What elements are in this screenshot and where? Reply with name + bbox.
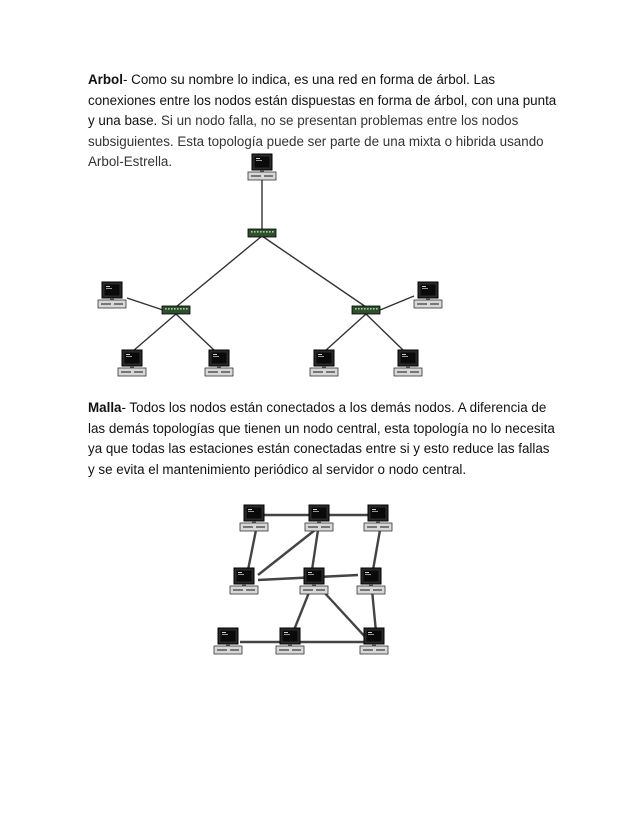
tree-diagram xyxy=(126,180,415,352)
tree-link xyxy=(126,297,164,311)
mesh-link xyxy=(370,589,378,633)
tree-computer-icon xyxy=(393,349,423,377)
tree-computer-icon xyxy=(247,153,277,181)
tree-link xyxy=(175,313,216,352)
arbol-text-2: Si un nodo falla, no se presentan proble… xyxy=(88,113,544,169)
tree-computer-icon xyxy=(309,349,339,377)
mesh-computer-icon xyxy=(275,627,305,655)
tree-computer-icon xyxy=(204,349,234,377)
mesh-computer-icon xyxy=(299,567,329,595)
tree-link xyxy=(379,295,415,311)
mesh-link xyxy=(310,529,320,571)
tree-computer-icon xyxy=(413,281,443,309)
tree-link xyxy=(175,235,263,308)
malla-paragraph: Malla- Todos los nodos están conectados … xyxy=(88,398,558,480)
mesh-computer-icon xyxy=(359,627,389,655)
tree-hub-icon xyxy=(351,305,381,315)
tree-hub-icon xyxy=(247,228,277,238)
arbol-term: Arbol xyxy=(88,72,123,87)
mesh-computer-icon xyxy=(213,627,243,655)
mesh-computer-icon xyxy=(363,504,393,532)
mesh-computer-icon xyxy=(229,567,259,595)
mesh-link xyxy=(246,529,258,571)
mesh-computer-icon xyxy=(304,504,334,532)
tree-computer-icon xyxy=(117,349,147,377)
mesh-computer-icon xyxy=(356,567,386,595)
arbol-paragraph: Arbol- Como su nombre lo indica, es una … xyxy=(88,70,558,173)
arbol-text-1: - Como su nombre lo indica, es una red e… xyxy=(88,72,557,128)
tree-hub-icon xyxy=(161,305,191,315)
tree-link xyxy=(365,313,405,352)
tree-link xyxy=(261,235,367,308)
tree-link xyxy=(132,313,177,352)
tree-computer-icon xyxy=(97,281,127,309)
tree-link xyxy=(324,313,367,352)
malla-text: - Todos los nodos están conectados a los… xyxy=(88,400,555,477)
mesh-link xyxy=(257,529,316,576)
mesh-link xyxy=(321,589,369,641)
mesh-link xyxy=(371,529,382,571)
mesh-computer-icon xyxy=(239,504,269,532)
malla-term: Malla xyxy=(88,400,122,415)
